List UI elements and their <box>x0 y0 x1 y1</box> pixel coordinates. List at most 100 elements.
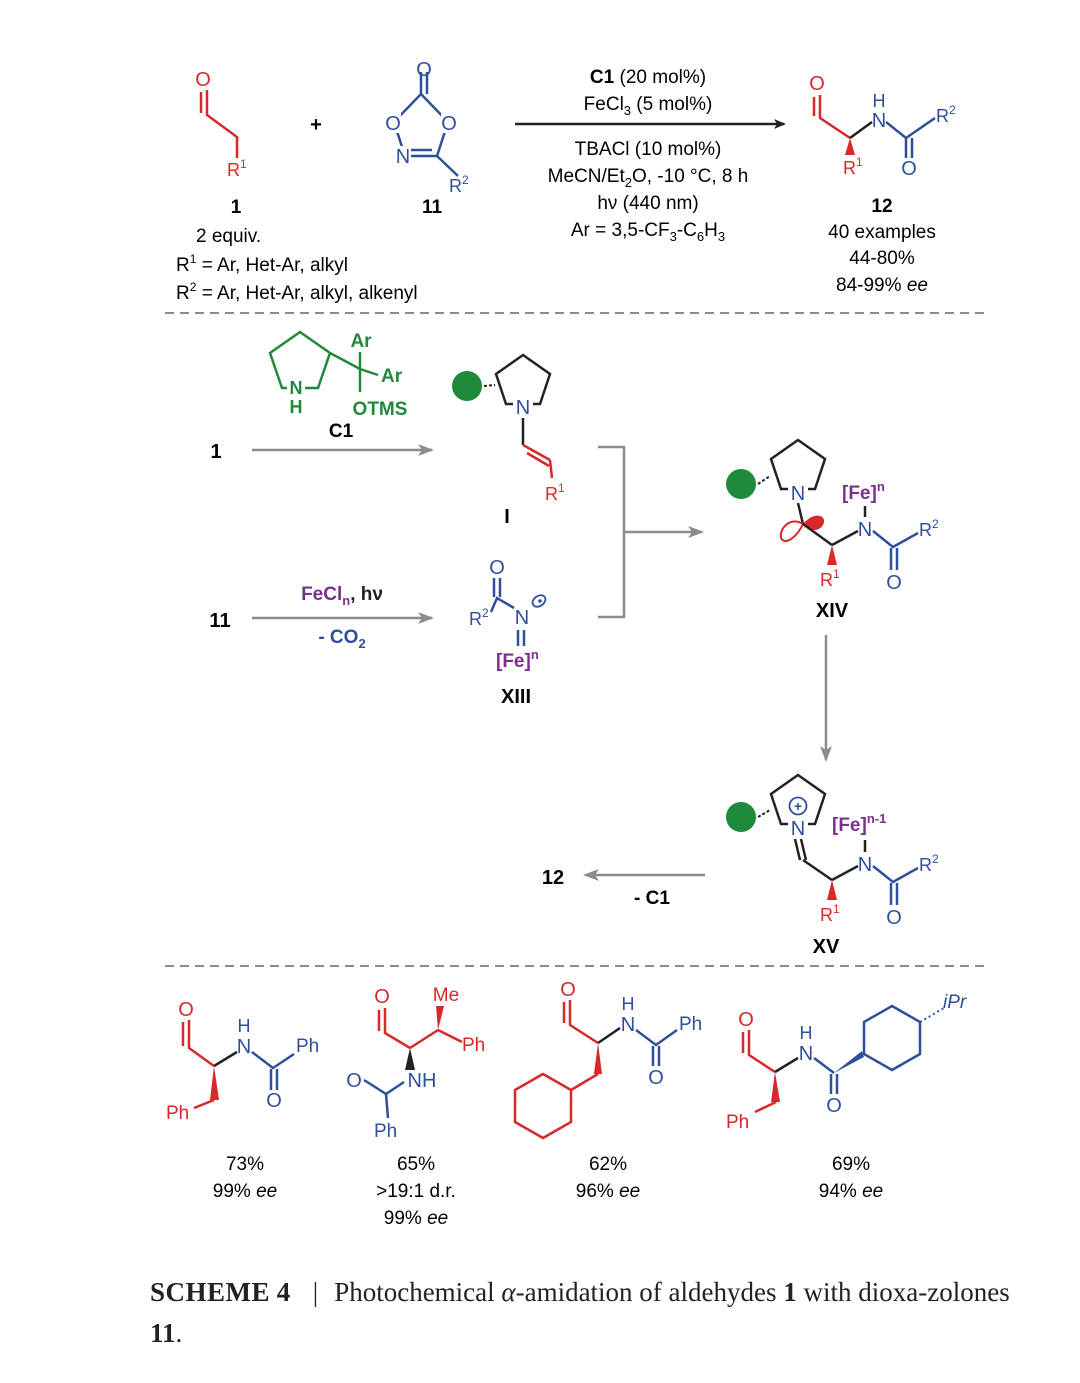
svg-text:R2: R2 <box>936 103 956 126</box>
example-4-results: 69% 94% ee <box>819 1154 883 1202</box>
caption-text: -amidation of aldehydes <box>515 1277 784 1307</box>
svg-text:N: N <box>621 1014 635 1036</box>
svg-text:O: O <box>826 1095 842 1117</box>
svg-text:Ph: Ph <box>726 1112 749 1133</box>
compound-1-equiv: 2 equiv. <box>196 226 261 247</box>
example-2-structure: O Me Ph NH O Ph <box>346 985 485 1142</box>
svg-text:H: H <box>238 1016 251 1036</box>
svg-text:73%: 73% <box>226 1154 264 1175</box>
intermediate-XV: + N N [Fe]n-1 R2 O R1 <box>726 773 939 929</box>
positive-charge: + <box>794 798 802 814</box>
svg-text:[Fe]n: [Fe]n <box>496 647 539 672</box>
svg-text:O: O <box>901 158 917 180</box>
r1-definition: R1 = Ar, Het-Ar, alkyl <box>176 252 348 276</box>
svg-text:N: N <box>290 378 303 398</box>
svg-text:H: H <box>800 1023 813 1043</box>
svg-text:N: N <box>396 146 410 168</box>
start-11-label: 11 <box>209 610 230 632</box>
svg-text:N: N <box>516 397 530 419</box>
svg-text:H: H <box>290 397 303 417</box>
svg-text:40 examples: 40 examples <box>828 222 936 243</box>
r2-label: R2 <box>449 173 469 196</box>
svg-text:O: O <box>809 73 825 95</box>
example-3-structure: O H N O Ph <box>513 979 702 1140</box>
product-12-info: 12 40 examples 44-80% 84-99% ee <box>828 196 936 296</box>
svg-text:R1: R1 <box>843 155 863 178</box>
example-2-results: 65% >19:1 d.r. 99% ee <box>376 1154 456 1229</box>
caption-text: Photochemical <box>334 1277 502 1307</box>
plus-sign: + <box>310 114 322 136</box>
svg-text:Ar: Ar <box>381 366 403 387</box>
svg-text:C1 (20 mol%): C1 (20 mol%) <box>590 67 706 88</box>
svg-text:12: 12 <box>871 196 892 217</box>
svg-text:99% ee: 99% ee <box>384 1208 448 1229</box>
reaction-conditions: C1 (20 mol%) FeCl3 (5 mol%) TBACl (10 mo… <box>548 67 749 244</box>
svg-text:N: N <box>858 854 872 876</box>
svg-text:[Fe]n: [Fe]n <box>842 479 885 504</box>
svg-text:H: H <box>622 994 635 1014</box>
example-3-results: 62% 96% ee <box>576 1154 640 1202</box>
caption-text: . <box>175 1318 183 1348</box>
svg-text:N: N <box>872 110 886 132</box>
svg-text:Ph: Ph <box>374 1121 397 1142</box>
svg-text:Me: Me <box>433 985 459 1006</box>
reaction-scheme: O R1 1 2 equiv. + O O O N R2 11 R1 = Ar,… <box>165 59 985 1229</box>
svg-text:R2: R2 <box>919 852 939 875</box>
catalyst-c1-label: C1 <box>329 421 354 442</box>
svg-text:MeCN/Et2O, -10 °C, 8 h: MeCN/Et2O, -10 °C, 8 h <box>548 166 749 190</box>
svg-text:94% ee: 94% ee <box>819 1181 883 1202</box>
svg-text:R2: R2 <box>919 517 939 540</box>
svg-text:69%: 69% <box>832 1154 870 1175</box>
svg-text:iPr: iPr <box>943 992 967 1013</box>
svg-text:FeCl3 (5 mol%): FeCl3 (5 mol%) <box>584 94 713 118</box>
svg-text:N: N <box>858 519 872 541</box>
svg-text:84-99% ee: 84-99% ee <box>836 275 928 296</box>
caption-text: with dioxa-zolones <box>796 1277 1010 1307</box>
example-4-structure: O Ph H N O iPr <box>726 992 967 1133</box>
co2-loss-condition: - CO2 <box>318 627 365 651</box>
intermediate-XIII-label: XIII <box>501 686 531 708</box>
r2-definition: R2 = Ar, Het-Ar, alkyl, alkenyl <box>176 280 418 304</box>
svg-text:N: N <box>799 1043 813 1065</box>
svg-text:96% ee: 96% ee <box>576 1181 640 1202</box>
aldehyde-1: O R1 <box>195 69 247 180</box>
svg-text:H: H <box>873 91 886 111</box>
svg-text:OTMS: OTMS <box>353 399 408 420</box>
svg-text:O: O <box>738 1009 754 1031</box>
intermediate-I-label: I <box>504 506 510 528</box>
caption-alpha: α <box>501 1277 516 1307</box>
svg-text:O: O <box>346 1070 362 1092</box>
svg-text:99% ee: 99% ee <box>213 1181 277 1202</box>
catalyst-c1-structure: N H Ar Ar OTMS <box>268 330 408 420</box>
svg-text:R1: R1 <box>545 481 565 504</box>
svg-text:65%: 65% <box>397 1154 435 1175</box>
svg-text:Ph: Ph <box>166 1103 189 1124</box>
svg-text:TBACl (10 mol%): TBACl (10 mol%) <box>575 139 722 160</box>
svg-text:O: O <box>416 59 432 81</box>
svg-text:O: O <box>560 979 576 1001</box>
svg-text:O: O <box>178 999 194 1021</box>
svg-text:O: O <box>489 557 505 579</box>
svg-text:O: O <box>886 572 902 594</box>
svg-text:NH: NH <box>408 1070 437 1092</box>
svg-text:R2: R2 <box>469 606 489 629</box>
svg-text:N: N <box>791 818 805 840</box>
svg-text:O: O <box>385 113 401 135</box>
intermediate-XV-label: XV <box>813 936 840 958</box>
caption-bold-1: 1 <box>783 1277 797 1307</box>
merge-bracket <box>598 445 704 619</box>
enamine-I: N R1 <box>452 353 565 504</box>
svg-text:44-80%: 44-80% <box>849 248 915 269</box>
svg-text:O: O <box>266 1090 282 1112</box>
svg-text:N: N <box>515 607 529 629</box>
svg-text:O: O <box>441 113 457 135</box>
svg-text:hν (440 nm): hν (440 nm) <box>597 193 698 214</box>
svg-text:62%: 62% <box>589 1154 627 1175</box>
scheme-number: 4 <box>276 1277 291 1307</box>
svg-text:Ph: Ph <box>462 1035 485 1056</box>
product-12-label: 12 <box>542 867 564 889</box>
intermediate-XIV: N N [Fe]n R2 O R1 <box>726 438 939 594</box>
svg-text:O: O <box>648 1067 664 1089</box>
compound-1-number: 1 <box>231 197 242 218</box>
svg-text:O: O <box>374 986 390 1008</box>
